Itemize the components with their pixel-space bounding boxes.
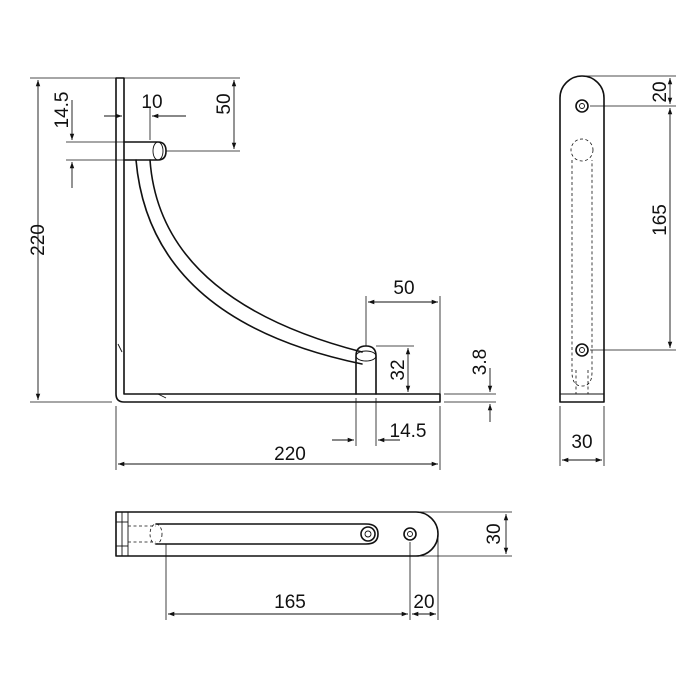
- dim-pin-top-depth: 50: [214, 93, 235, 114]
- dim-front-hole-spacing: 165: [650, 204, 671, 236]
- front-hole-bottom: [575, 343, 589, 357]
- front-strip: [559, 75, 605, 403]
- top-strip: [115, 511, 439, 557]
- dim-height-220: 220: [28, 224, 49, 256]
- dim-pin-bottom-width: 50: [393, 278, 414, 299]
- dim-pin-top-width: 10: [141, 92, 162, 113]
- top-pin: [123, 141, 167, 161]
- top-hole-end: [403, 527, 417, 541]
- top-arm: [155, 523, 379, 545]
- front-view: 20 165 30: [559, 75, 676, 466]
- dim-top-width: 30: [484, 523, 505, 544]
- dim-front-top-hole: 20: [650, 81, 671, 102]
- dim-pin-top-offset: 14.5: [52, 92, 73, 129]
- dim-plate-thickness: 3.8: [470, 349, 491, 375]
- dim-pin-bottom-offset: 14.5: [390, 421, 427, 442]
- front-hole-top: [575, 99, 589, 113]
- support-arm: [149, 159, 363, 353]
- dim-top-end-hole: 20: [413, 592, 434, 613]
- dim-pin-bottom-height: 32: [388, 359, 409, 380]
- dim-width-220: 220: [274, 444, 306, 465]
- side-view: 220 14.5 10 50 220 50 32: [28, 77, 496, 470]
- dim-front-width: 30: [571, 432, 592, 453]
- top-view: 30 165 20: [115, 511, 512, 620]
- dim-top-hole-spacing: 165: [274, 592, 306, 613]
- bracket-plate: [115, 77, 441, 403]
- bottom-pin: [355, 345, 377, 395]
